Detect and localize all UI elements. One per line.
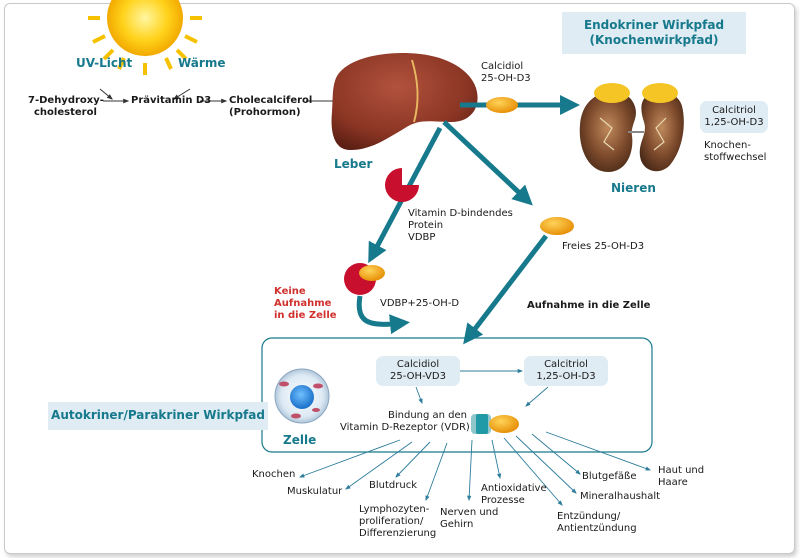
calcidiol-cell-line-1: Calcidiol	[396, 359, 440, 370]
effect-nerves-2: Gehirn	[440, 519, 474, 530]
no-uptake-label-2: Aufnahme	[274, 298, 332, 309]
calcitriol-kidney-line-2: 1,25-OH-D3	[704, 117, 764, 128]
calcidiol-cell-box: Calcidiol 25-OH-VD3	[376, 356, 460, 386]
free-calcidiol-label: Freies 25-OH-D3	[562, 241, 645, 252]
effect-skin-2: Haare	[658, 477, 688, 488]
dehydrocholesterol-label-2: cholesterol	[34, 107, 97, 118]
uv-light-label: UV-Licht	[76, 56, 133, 70]
vdbp-label-1: Vitamin D-bindendes	[408, 208, 513, 219]
liver-icon	[331, 53, 478, 150]
cholecalciferol-label-2: (Prohormon)	[229, 107, 301, 118]
kidneys-icon	[579, 83, 684, 172]
cell-icon	[274, 368, 330, 424]
dehydrocholesterol-label-1: 7-Dehydroxy-	[28, 95, 104, 106]
calcitriol-cell-line-1: Calcitriol	[544, 359, 588, 370]
kidneys-label: Nieren	[611, 181, 656, 195]
effect-blood-pressure: Blutdruck	[369, 480, 417, 491]
vdbp-protein-icon	[385, 168, 419, 202]
vdr-receptor-icon	[471, 414, 519, 434]
previtamin-label: Prävitamin D3	[131, 95, 212, 106]
effect-nerves-1: Nerven und	[440, 507, 499, 518]
effect-muscle: Muskulatur	[287, 486, 343, 497]
effect-vessels: Blutgefäße	[582, 471, 637, 482]
sun-icon	[88, 0, 202, 75]
vdbp-label-3: VDBP	[408, 232, 436, 243]
no-uptake-label-3: in die Zelle	[274, 310, 337, 321]
cholecalciferol-label-1: Cholecalciferol	[229, 95, 313, 106]
cell-label: Zelle	[283, 433, 317, 447]
calcitriol-kidney-line-1: Calcitriol	[712, 105, 756, 116]
calcitriol-cell-line-2: 1,25-OH-D3	[536, 371, 596, 382]
calcitriol-kidney-box: Calcitriol 1,25-OH-D3	[700, 101, 768, 133]
cell-container	[261, 337, 653, 453]
calcidiol-top-label-1: Calcidiol	[481, 61, 524, 72]
effect-mineral: Mineralhaushalt	[580, 491, 661, 502]
endocrine-pathway-header: Endokriner Wirkpfad (Knochenwirkpfad)	[562, 12, 746, 54]
effect-lympho-2: proliferation/	[359, 516, 424, 527]
no-uptake-label-1: Keine	[274, 286, 306, 297]
calcitriol-cell-box: Calcitriol 1,25-OH-D3	[524, 356, 608, 386]
bone-metabolism-label-1: Knochen-	[704, 140, 751, 151]
free-calcidiol-icon	[540, 217, 574, 235]
effect-bone: Knochen	[252, 469, 296, 480]
calcidiol-top-label-2: 25-OH-D3	[481, 73, 531, 84]
effect-lympho-1: Lymphozyten-	[359, 504, 430, 515]
endocrine-header-line-2: (Knochenwirkpfad)	[589, 33, 719, 47]
calcidiol-molecule-icon	[486, 97, 518, 113]
effect-skin-1: Haut und	[658, 465, 705, 476]
effect-antiox-1: Antioxidative	[481, 483, 547, 494]
vdbp-complex-icon	[344, 263, 385, 295]
heat-label: Wärme	[178, 56, 226, 70]
binding-label-1: Bindung an den	[388, 410, 468, 421]
effect-antiox-2: Prozesse	[481, 495, 525, 506]
endocrine-header-line-1: Endokriner Wirkpfad	[583, 18, 725, 32]
uptake-label: Aufnahme in die Zelle	[527, 300, 651, 311]
effect-lympho-3: Differenzierung	[359, 528, 437, 539]
effect-inflammation-2: Antientzündung	[557, 523, 637, 534]
liver-label: Leber	[334, 157, 373, 171]
binding-label-2: Vitamin D-Rezeptor (VDR)	[340, 422, 470, 433]
bone-metabolism-label-2: stoffwechsel	[704, 152, 767, 163]
vdbp-label-2: Protein	[408, 220, 444, 231]
vdbp-complex-label: VDBP+25-OH-D	[380, 298, 460, 309]
effect-inflammation-1: Entzündung/	[557, 511, 621, 522]
calcidiol-cell-line-2: 25-OH-VD3	[390, 371, 446, 382]
autocrine-pathway-header: Autokriner/Parakriner Wirkpfad	[48, 402, 268, 430]
